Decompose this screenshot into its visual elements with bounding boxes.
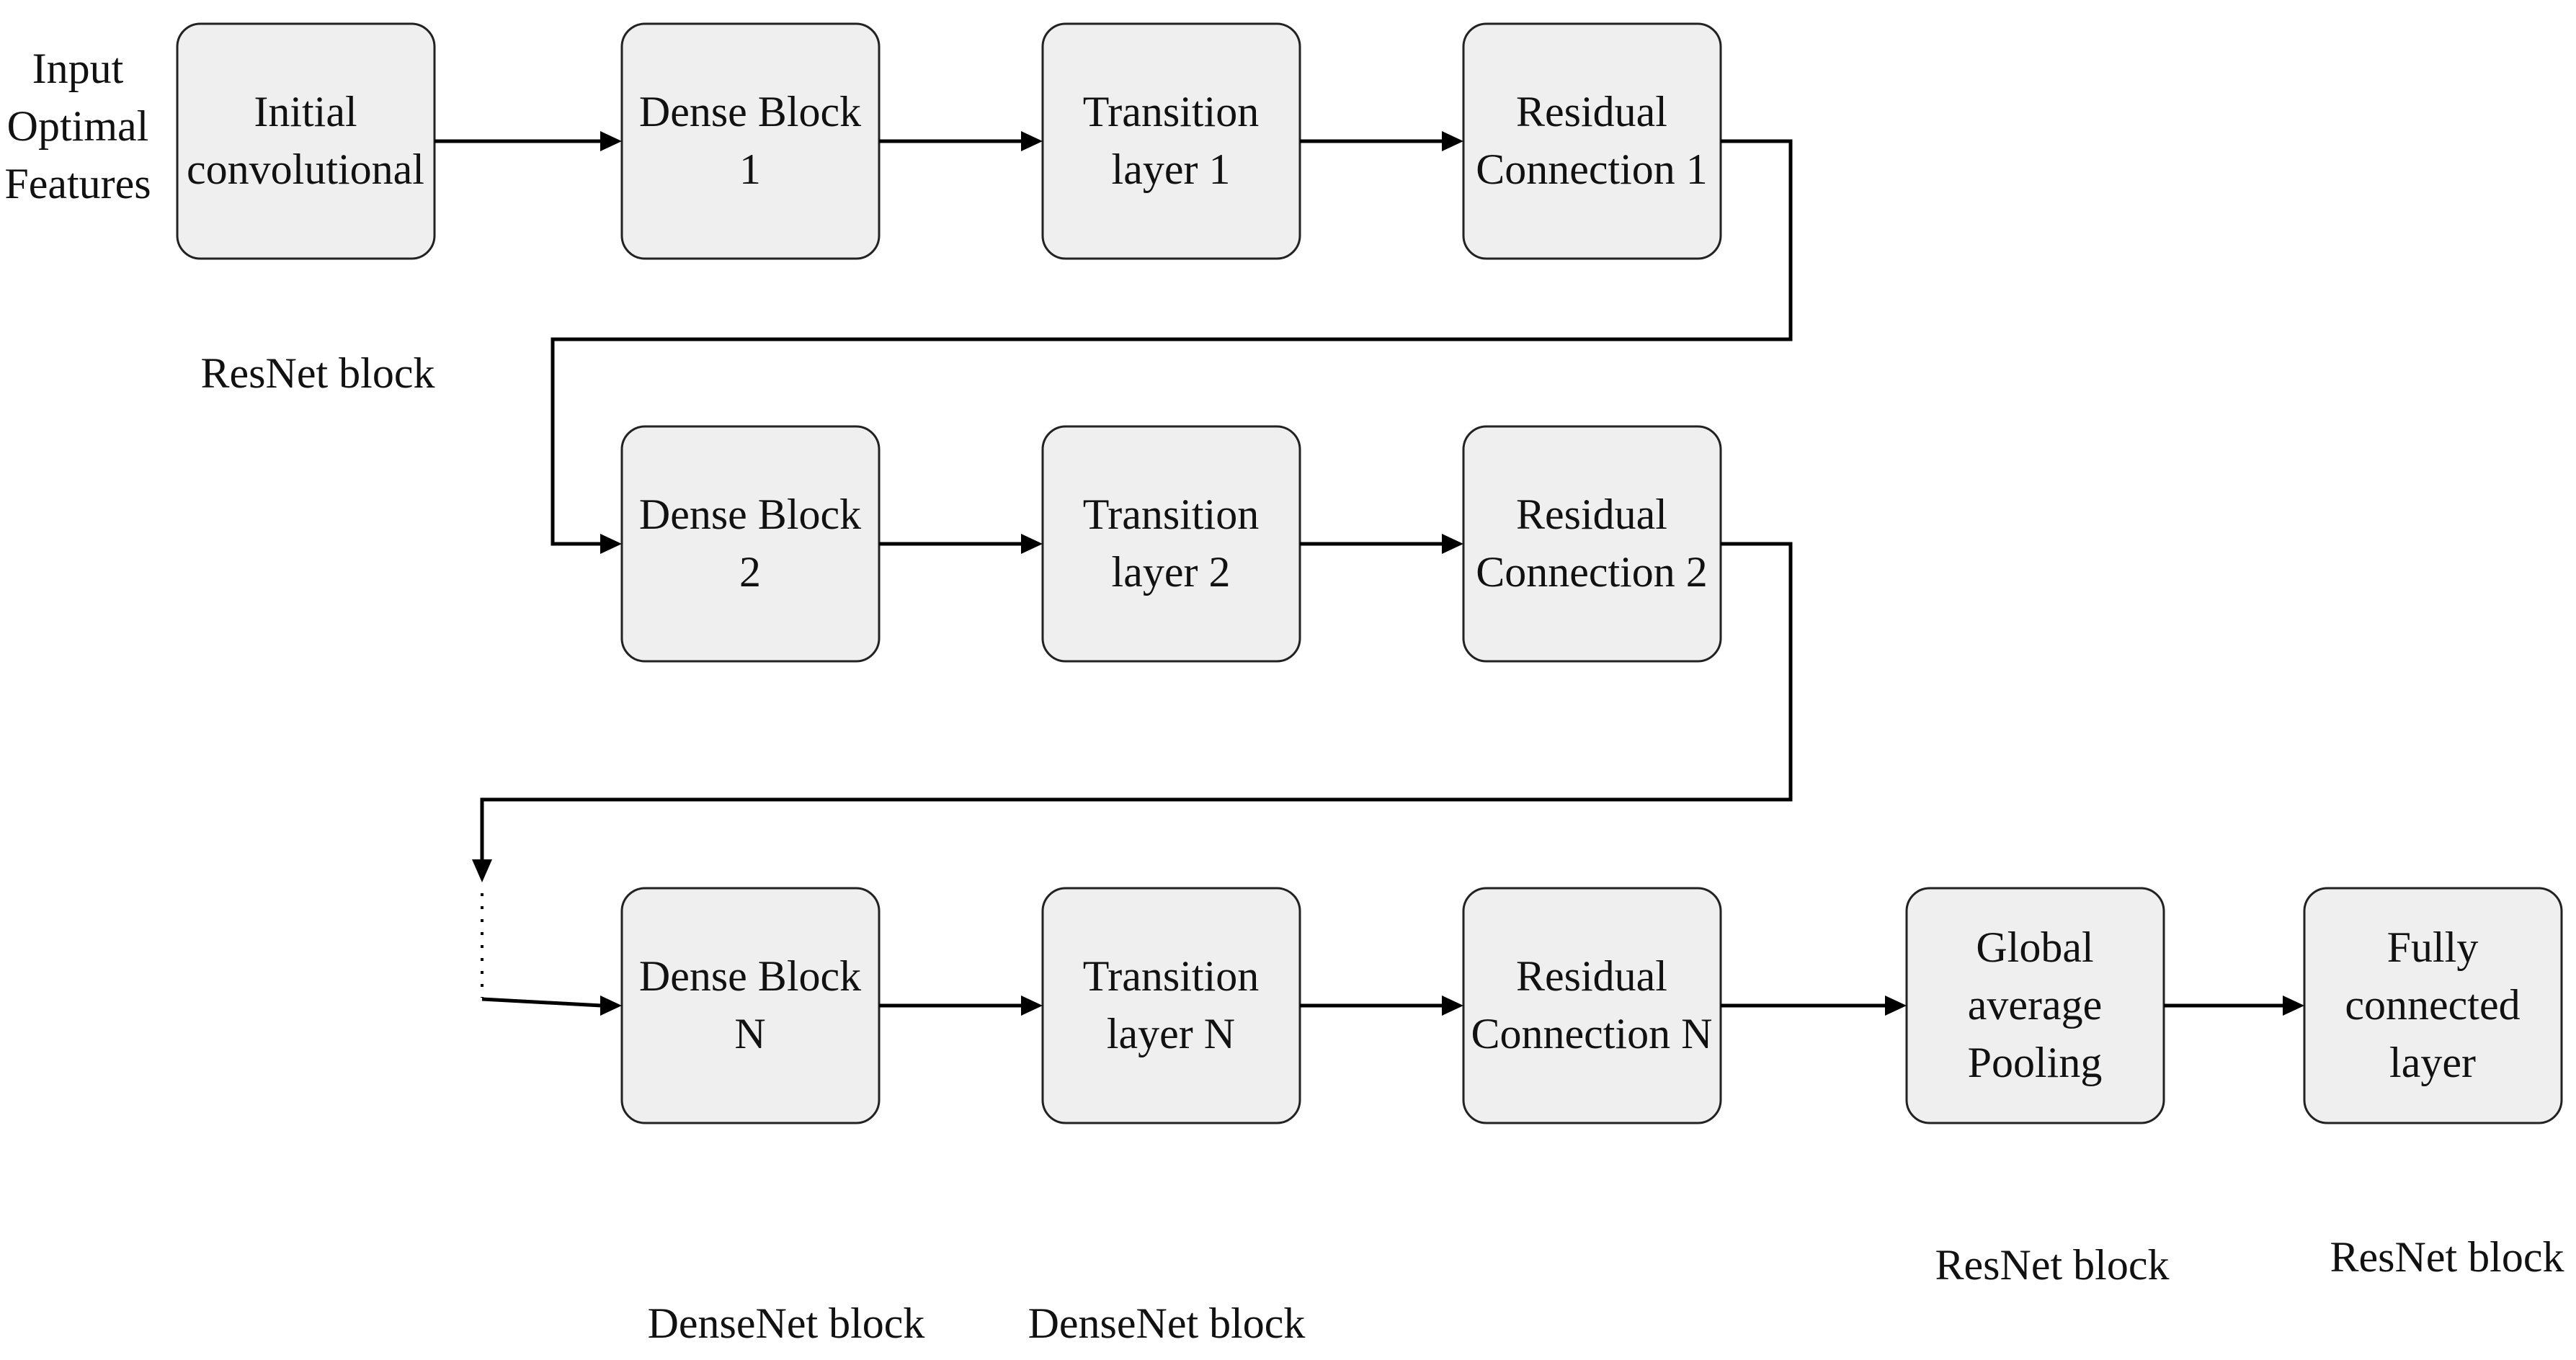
fc-line-1: Fully <box>2387 923 2479 971</box>
gap-line-1: Global <box>1976 923 2093 971</box>
resnet-block-label-gap: ResNet block <box>1935 1241 2170 1289</box>
arrowhead-denseN <box>600 996 622 1016</box>
arrowhead-fc <box>2283 996 2304 1016</box>
resnet-block-label-top: ResNet block <box>201 349 435 397</box>
arrowhead-resid1 <box>1442 131 1463 151</box>
dense-block-2-node: Dense Block 2 <box>620 425 881 663</box>
dense1-line-2: 1 <box>739 146 761 193</box>
trans1-line-1: Transition <box>1083 88 1260 135</box>
resid2-line-1: Residual <box>1516 491 1667 538</box>
arrow-to-denseN <box>481 997 602 1008</box>
arrowhead-dense2 <box>600 534 622 554</box>
input-label-line-2: Optimal <box>7 102 149 150</box>
fc-line-3: layer <box>2389 1039 2476 1086</box>
initial-convolutional-node: Initial convolutional <box>176 22 436 260</box>
transN-line-2: layer N <box>1107 1010 1235 1057</box>
input-label-line-1: Input <box>32 45 124 92</box>
input-label-line-3: Features <box>4 160 151 207</box>
arrowhead-residN <box>1442 996 1463 1016</box>
fully-connected-layer-node: Fully connected layer <box>2303 887 2563 1124</box>
dense-block-n-node: Dense Block N <box>620 887 881 1124</box>
trans2-line-2: layer 2 <box>1112 548 1231 596</box>
resid1-line-1: Residual <box>1516 88 1667 135</box>
arrowhead-gap <box>1885 996 1907 1016</box>
residN-line-1: Residual <box>1516 952 1667 1000</box>
connectors <box>434 131 2304 1016</box>
densenet-block-label-1: DenseNet block <box>648 1299 925 1347</box>
initial-node-line-2: convolutional <box>187 146 424 193</box>
gap-line-3: Pooling <box>1968 1039 2103 1086</box>
transition-layer-n-node: Transition layer N <box>1041 887 1301 1124</box>
transition-layer-1-node: Transition layer 1 <box>1041 22 1301 260</box>
resid1-line-2: Connection 1 <box>1476 146 1708 193</box>
global-average-pooling-node: Global average Pooling <box>1905 887 2165 1124</box>
trans2-line-1: Transition <box>1083 491 1260 538</box>
initial-node-line-1: Initial <box>254 88 357 135</box>
arrowhead-resid2 <box>1442 534 1463 554</box>
denseN-line-1: Dense Block <box>639 952 861 1000</box>
gap-line-2: average <box>1968 981 2103 1029</box>
residual-connection-2-node: Residual Connection 2 <box>1462 425 1722 663</box>
arrowhead-trans2 <box>1021 534 1043 554</box>
dense2-line-2: 2 <box>739 548 761 596</box>
trans1-line-2: layer 1 <box>1112 146 1231 193</box>
transition-layer-2-node: Transition layer 2 <box>1041 425 1301 663</box>
connector-resid1-to-dense2 <box>551 139 1793 546</box>
residual-connection-n-node: Residual Connection N <box>1462 887 1722 1124</box>
dense1-line-1: Dense Block <box>639 88 861 135</box>
denseN-line-2: N <box>734 1010 765 1057</box>
fc-line-2: connected <box>2345 981 2520 1029</box>
residN-line-2: Connection N <box>1471 1010 1713 1057</box>
transN-line-1: Transition <box>1083 952 1260 1000</box>
densenet-block-label-2: DenseNet block <box>1028 1299 1306 1347</box>
arrowhead-dense1 <box>600 131 622 151</box>
arrowhead-transN <box>1021 996 1043 1016</box>
residual-connection-1-node: Residual Connection 1 <box>1462 22 1722 260</box>
arrowhead-down-ellipsis <box>472 859 492 882</box>
dense2-line-1: Dense Block <box>639 491 861 538</box>
connector-resid2-down <box>480 542 1793 861</box>
resnet-block-label-fc: ResNet block <box>2330 1233 2564 1281</box>
dense-block-1-node: Dense Block 1 <box>620 22 881 260</box>
arrowhead-trans1 <box>1021 131 1043 151</box>
resid2-line-2: Connection 2 <box>1476 548 1708 596</box>
input-optimal-features-label: Input Optimal Features <box>4 45 151 207</box>
